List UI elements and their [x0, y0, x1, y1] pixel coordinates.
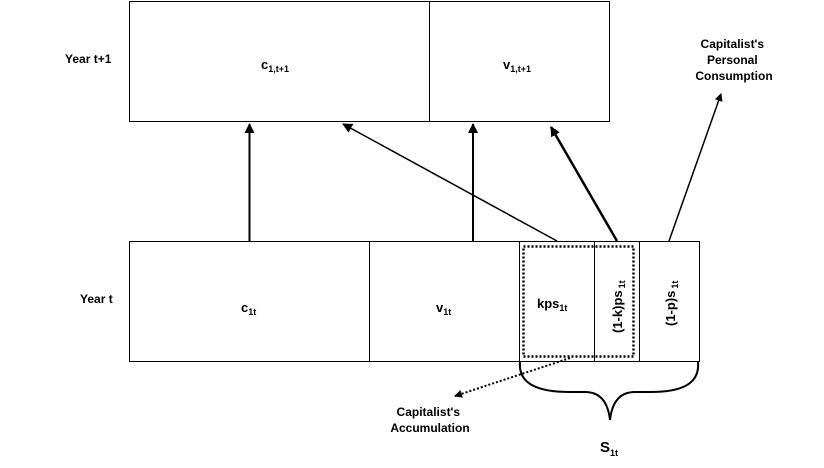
one-minus-p-s-block: (1-p)s1t	[663, 281, 680, 326]
v-current-block: v1t	[436, 300, 451, 317]
v-next-block: v1,t+1	[503, 57, 531, 74]
year-t-label: Year t	[80, 292, 113, 306]
c-next-block: c1,t+1	[261, 57, 289, 74]
arrow-to-personal-consumption	[668, 93, 723, 242]
kps-block: kps1t	[537, 296, 567, 313]
year-t-plus-1-label: Year t+1	[65, 52, 112, 66]
surplus-brace	[518, 361, 700, 421]
one-minus-k-ps-block: (1-k)ps1t	[610, 280, 627, 333]
arrow-to-accumulation	[454, 357, 571, 398]
next-year-outline	[129, 1, 610, 122]
next-year-box: c1,t+1 v1,t+1	[129, 1, 610, 122]
accumulation-dotted-box	[522, 245, 635, 358]
current-year-outline	[129, 241, 700, 362]
arrow-kps-to-c-next	[342, 123, 558, 242]
c-current-block: c1t	[241, 300, 256, 317]
arrow-1mk-ps-to-v-next	[549, 126, 619, 242]
surplus-label: S1t	[600, 439, 618, 458]
personal-consumption-label: Capitalist's Personal Consumption	[695, 37, 772, 83]
accumulation-label: Capitalist's Accumulation	[390, 405, 469, 435]
current-year-box: c1t v1t kps1t (1-k)ps1t (1-p)s1t	[129, 241, 700, 362]
